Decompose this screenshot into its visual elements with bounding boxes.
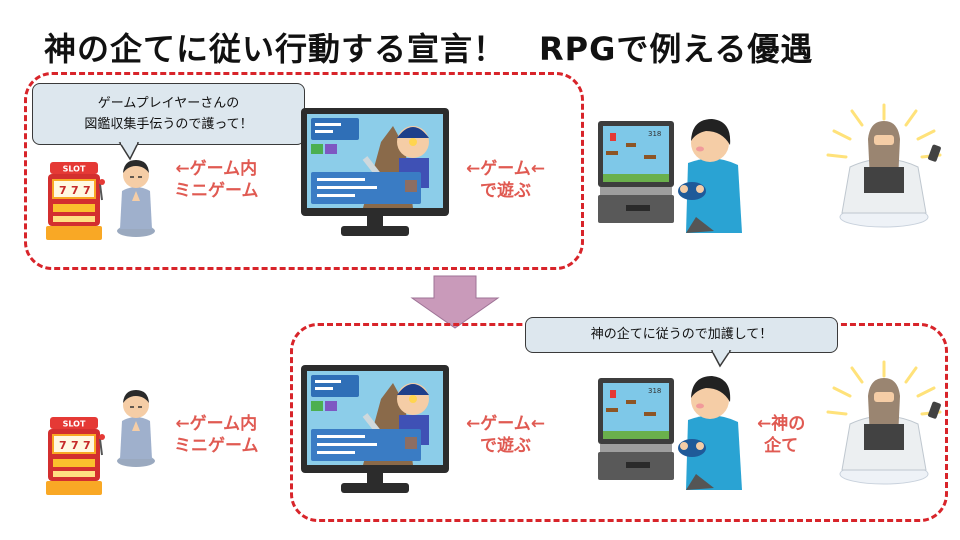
bottom-label-play-line2: で遊ぶ: [479, 436, 531, 456]
gamer-at-pc-icon: 318: [598, 119, 742, 233]
down-arrow-icon: [410, 275, 500, 329]
praying-man-icon: [117, 160, 155, 237]
top-bubble-tail: [118, 141, 140, 161]
slot-machine-icon: SLOT 7 7 7: [46, 162, 105, 240]
bottom-label-god: ←神の 企て: [757, 413, 805, 457]
slot-sign-text: SLOT: [63, 165, 86, 174]
rpg-monitor-icon: [301, 365, 449, 493]
svg-text:7: 7: [71, 439, 79, 452]
bottom-label-minigame-line1: ←ゲーム内: [175, 414, 258, 434]
bottom-label-play-line1: ←ゲーム←: [466, 414, 545, 434]
slot-machine-icon: SLOT 7 7 7: [46, 417, 105, 495]
bottom-label-god-line2: 企て: [764, 436, 799, 456]
page-title: 神の企てに従い行動する宣言！ RPGで例える優遇: [44, 30, 814, 68]
bottom-label-play: ←ゲーム← で遊ぶ: [466, 413, 545, 457]
top-label-play-line2: で遊ぶ: [479, 181, 531, 201]
screen-score-text: 318: [648, 387, 661, 395]
gamer-at-pc-icon: 318: [598, 376, 742, 490]
svg-text:7: 7: [71, 184, 79, 197]
screen-score-text: 318: [648, 130, 661, 138]
top-bubble-line2: 図鑑収集手伝うので護って！: [84, 117, 253, 132]
god-with-laptop-icon: [826, 103, 942, 228]
god-with-laptop-icon: [826, 360, 942, 485]
top-label-minigame-line2: ミニゲーム: [174, 181, 259, 201]
top-label-play: ←ゲーム← で遊ぶ: [466, 158, 545, 202]
svg-text:7: 7: [83, 439, 91, 452]
rpg-monitor-icon: [301, 108, 449, 236]
svg-text:7: 7: [59, 439, 67, 452]
svg-text:7: 7: [83, 184, 91, 197]
bottom-label-god-line1: ←神の: [757, 414, 806, 434]
bottom-label-minigame: ←ゲーム内 ミニゲーム: [174, 413, 259, 457]
top-speech-bubble: ゲームプレイヤーさんの 図鑑収集手伝うので護って！: [32, 83, 305, 145]
praying-man-icon: [117, 390, 155, 467]
top-label-play-line1: ←ゲーム←: [466, 159, 545, 179]
bottom-bubble-text: 神の企てに従うので加護して！: [590, 327, 773, 342]
bottom-bubble-tail: [710, 349, 732, 368]
bottom-speech-bubble: 神の企てに従うので加護して！: [525, 317, 838, 353]
svg-text:7: 7: [59, 184, 67, 197]
top-dashed-frame: [24, 72, 584, 270]
bottom-label-minigame-line2: ミニゲーム: [174, 436, 259, 456]
top-label-minigame-line1: ←ゲーム内: [175, 159, 258, 179]
slot-sign-text: SLOT: [63, 420, 86, 429]
top-label-minigame: ←ゲーム内 ミニゲーム: [174, 158, 259, 202]
top-bubble-line1: ゲームプレイヤーさんの: [97, 96, 240, 111]
